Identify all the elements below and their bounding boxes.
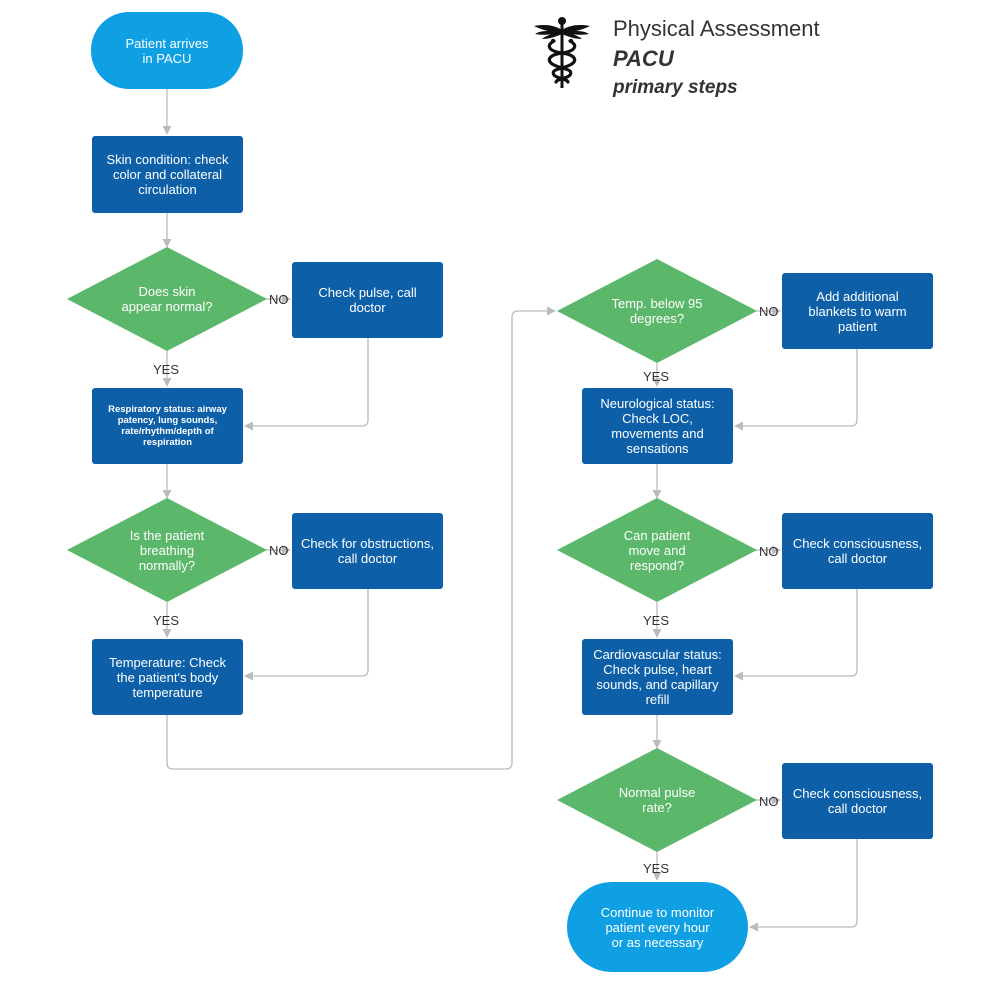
edge-blankets-to-neurological — [734, 349, 858, 431]
pulse-rate-question: Normal pulse rate? — [618, 785, 696, 815]
temp-below-question: Temp. below 95 degrees? — [611, 296, 703, 326]
edge-consciousness-1-to-cardiovascular — [734, 589, 858, 681]
breathing-decision: Is the patient breathing normally? — [67, 498, 267, 602]
cardiovascular-status-step: Cardiovascular status: Check pulse, hear… — [582, 639, 733, 715]
pulse-rate-decision: Normal pulse rate? — [557, 748, 757, 852]
move-respond-question: Can patient move and respond? — [623, 527, 691, 573]
start-terminal: Patient arrives in PACU — [91, 12, 243, 89]
breathing-yes-label: YES — [153, 613, 180, 628]
skin-condition-step: Skin condition: check color and collater… — [92, 136, 243, 213]
temp-yes-label: YES — [643, 369, 670, 384]
neurological-status-step: Neurological status: Check LOC, movement… — [582, 388, 733, 464]
move-respond-decision: Can patient move and respond? — [557, 498, 757, 602]
check-pulse-call-step: Check pulse, call doctor — [292, 262, 443, 338]
edge-obstructions-to-temperature — [244, 589, 369, 681]
end-terminal: Continue to monitor patient every hour o… — [567, 882, 748, 972]
pulse-yes-label: YES — [643, 861, 670, 876]
title-line-2: PACU — [613, 46, 674, 71]
edge-consciousness-2-to-end — [749, 839, 858, 932]
skin-normal-decision: Does skin appear normal? — [67, 247, 267, 351]
move-yes-label: YES — [643, 613, 670, 628]
check-consciousness-step-1: Check consciousness, call doctor — [782, 513, 933, 589]
temp-below-decision: Temp. below 95 degrees? — [557, 259, 757, 363]
title-line-1: Physical Assessment — [613, 16, 820, 41]
breathing-question: Is the patient breathing normally? — [129, 527, 205, 573]
check-obstructions-step: Check for obstructions, call doctor — [292, 513, 443, 589]
skin-yes-label: YES — [153, 362, 180, 377]
temperature-step: Temperature: Check the patient's body te… — [92, 639, 243, 715]
check-consciousness-step-2: Check consciousness, call doctor — [782, 763, 933, 839]
temp-no-label: NO — [759, 304, 779, 319]
title-block: Physical Assessment PACU primary steps — [532, 14, 852, 104]
respiratory-status-step: Respiratory status: airway patency, lung… — [92, 388, 243, 464]
edge-check-pulse-to-respiratory — [244, 338, 369, 431]
skin-no-label: NO — [269, 292, 289, 307]
skin-normal-question: Does skin appear normal? — [121, 284, 213, 314]
edge-temperature-to-temp-question — [166, 306, 556, 770]
caduceus-icon — [534, 17, 590, 88]
move-no-label: NO — [759, 544, 779, 559]
pulse-no-label: NO — [759, 794, 779, 809]
breathing-no-label: NO — [269, 543, 289, 558]
title-line-3: primary steps — [613, 77, 738, 98]
add-blankets-step: Add additional blankets to warm patient — [782, 273, 933, 349]
